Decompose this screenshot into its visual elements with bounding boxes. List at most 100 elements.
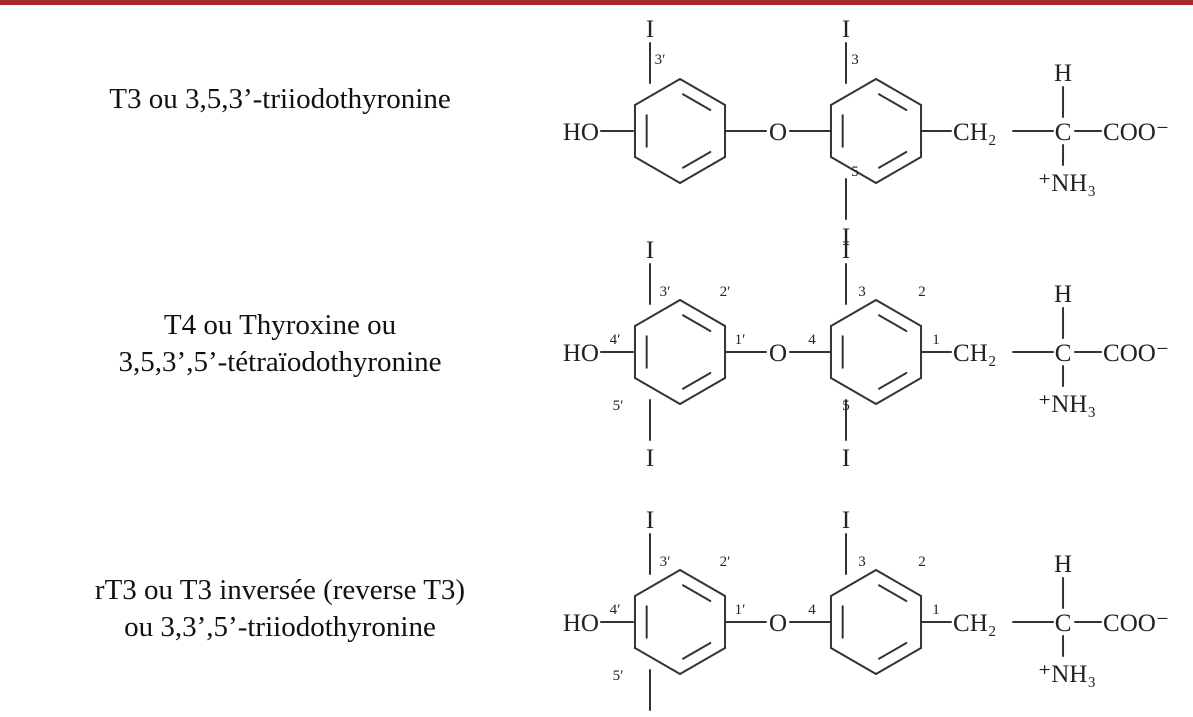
rt3-ring-b-bond [875,569,923,597]
t4-ring-a-bond [679,299,727,327]
t4-position-5p: 5′ [613,398,624,414]
t3-ether-oxygen: O [769,119,787,146]
rt3-ring-a-double-bond [681,584,712,603]
t4-carboxylate: COO⁻ [1103,340,1169,367]
t4-ring-a-bond [633,377,681,405]
rt3-ring-b-double-bond [877,584,908,603]
t4-ring-a-double-bond [681,314,712,333]
rt3-position-2: 2 [918,554,926,570]
t4-ring-b-bond [829,299,877,327]
rt3-structure: HO O I I I 1 2 3 4 3′ 2′ 4′ 1′ 5′ CH₂ C H COO⁻ ⁺NH₃ [563,507,1169,717]
top-accent-bar [0,0,1193,5]
t4-ring-b-bond [829,377,877,405]
t4-iodine-3p: I [646,237,654,264]
t4-position-3: 3 [858,284,866,300]
t3-methylene: CH₂ [953,119,996,146]
rt3-hydrogen: H [1054,551,1072,578]
t3-ring-b-bond [875,156,923,184]
rt3-position-3: 3 [858,554,866,570]
t3-iodine-3p: I [646,16,654,43]
t3-position-5: 5 [851,164,859,180]
rt3-ring-b-bond [875,647,923,675]
t4-iodine-5p: I [646,445,654,472]
t3-ring-b-bond [829,156,877,184]
t4-position-5: 5 [842,398,850,414]
t3-ring-b-double-bond [877,150,908,169]
rt3-name: rT3 ou T3 inversée (reverse T3) ou 3,3’,… [0,572,560,646]
t4-ring-b-double-bond [877,314,908,333]
t4-iodine-3: I [842,237,850,264]
t4-position-1: 1 [932,332,940,348]
rt3-ring-a-bond [679,569,727,597]
t3-carboxylate: COO⁻ [1103,119,1169,146]
rt3-iodine-3p: I [646,507,654,534]
t3-ring-a-bond [679,156,727,184]
t4-structure: HO O I I I I 1 2 3 4 5 3′ 2′ 4′ 1′ 5′ CH₂ C H COO⁻ ⁺NH₃ [563,237,1169,472]
t3-ring-a-bond [633,78,681,106]
t4-ring-b-bond [875,377,923,405]
t3-name-line: T3 ou 3,5,3’-triiodothyronine [109,83,451,115]
t3-hydrogen: H [1054,60,1072,87]
t4-methylene: CH₂ [953,340,996,367]
rt3-ring-b-double-bond [877,641,908,660]
t3-position-3: 3 [851,52,859,68]
t4-alpha-carbon: C [1055,340,1072,367]
t4-position-4: 4 [808,332,816,348]
rt3-methylene: CH₂ [953,610,996,637]
rt3-position-2p: 2′ [720,554,731,570]
t4-ring-a-bond [633,299,681,327]
t4-name-line-2: 3,5,3’,5’-tétraïodothyronine [118,346,442,378]
t3-hydroxyl: HO [563,119,599,146]
rt3-name-line-1: rT3 ou T3 inversée (reverse T3) [94,574,466,606]
t4-ring-a-bond [679,377,727,405]
t4-ring-b-bond [875,299,923,327]
rt3-ring-a-bond [679,647,727,675]
t4-ring-b-double-bond [877,371,908,390]
t4-iodine-5: I [842,445,850,472]
rt3-ring-a-bond [633,569,681,597]
t4-ring-a-double-bond [681,371,712,390]
rt3-ring-a-bond [633,647,681,675]
rt3-position-4p: 4′ [610,602,621,618]
t3-name: T3 ou 3,5,3’-triiodothyronine [0,81,560,118]
rt3-position-4: 4 [808,602,816,618]
rt3-name-line-2: ou 3,3’,5’-triiodothyronine [124,611,436,643]
t3-ring-b-bond [875,78,923,106]
t4-ether-oxygen: O [769,340,787,367]
t3-ring-a-double-bond [681,93,712,112]
rt3-position-5p: 5′ [613,668,624,684]
rt3-alpha-carbon: C [1055,610,1072,637]
t3-position-3p: 3′ [655,52,666,68]
t3-ring-a-bond [633,156,681,184]
rt3-ring-b-bond [829,647,877,675]
t4-hydroxyl: HO [563,340,599,367]
t3-ring-b-double-bond [877,93,908,112]
rt3-position-1: 1 [932,602,940,618]
t4-name: T4 ou Thyroxine ou 3,5,3’,5’-tétraïodoth… [0,307,560,381]
t3-iodine-3: I [842,16,850,43]
t3-iodine-5: I [842,224,850,251]
rt3-hydroxyl: HO [563,610,599,637]
rt3-position-1p: 1′ [735,602,746,618]
t4-ammonium: ⁺NH₃ [1038,391,1096,418]
t4-position-3p: 3′ [660,284,671,300]
t4-name-line-1: T4 ou Thyroxine ou [163,309,397,341]
t3-alpha-carbon: C [1055,119,1072,146]
t4-hydrogen: H [1054,281,1072,308]
rt3-position-3p: 3′ [660,554,671,570]
t4-position-1p: 1′ [735,332,746,348]
rt3-carboxylate: COO⁻ [1103,610,1169,637]
t4-position-2p: 2′ [720,284,731,300]
rt3-ring-a-double-bond [681,641,712,660]
rt3-ether-oxygen: O [769,610,787,637]
rt3-ring-b-bond [829,569,877,597]
rt3-ammonium: ⁺NH₃ [1038,661,1096,688]
rt3-iodine-3: I [842,507,850,534]
rt3-iodine-5p: I [646,715,654,717]
t3-ring-a-bond [679,78,727,106]
t3-ring-a-double-bond [681,150,712,169]
t4-position-4p: 4′ [610,332,621,348]
t4-position-2: 2 [918,284,926,300]
